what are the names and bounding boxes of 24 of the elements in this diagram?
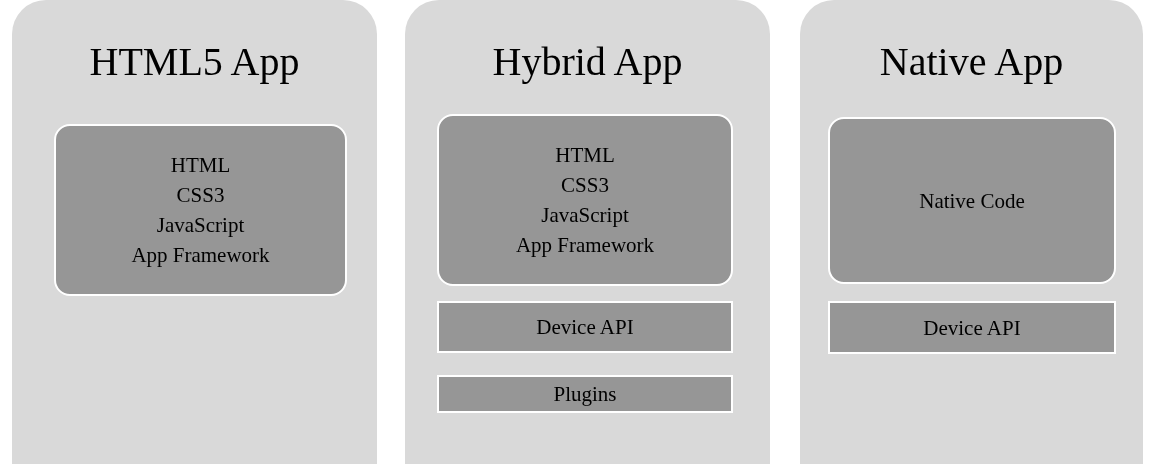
layer-label: App Framework <box>131 242 270 269</box>
layer-label: Native Code <box>919 187 1025 215</box>
layer-box <box>828 117 1116 284</box>
layer-label: Device API <box>536 314 634 341</box>
layer-label: CSS3 <box>176 182 225 209</box>
app-panel <box>800 0 1143 464</box>
panel-title: Native App <box>878 38 1065 85</box>
layer-box <box>437 375 733 413</box>
layer-label: Device API <box>923 314 1021 342</box>
layer-box <box>437 114 733 286</box>
layer-box <box>828 301 1116 354</box>
layer-label: Plugins <box>553 381 617 408</box>
layer-label: HTML <box>170 152 231 179</box>
app-panel <box>12 0 377 464</box>
panel-title: Hybrid App <box>491 38 684 85</box>
layer-label: JavaScript <box>541 202 629 229</box>
layer-label: CSS3 <box>561 172 609 199</box>
layer-label: App Framework <box>515 232 655 259</box>
layer-box <box>437 301 733 353</box>
layer-label: JavaScript <box>156 212 245 239</box>
app-panel <box>405 0 770 464</box>
layer-box <box>54 124 347 296</box>
panel-title: HTML5 App <box>88 38 301 85</box>
layer-label: HTML <box>555 142 615 169</box>
